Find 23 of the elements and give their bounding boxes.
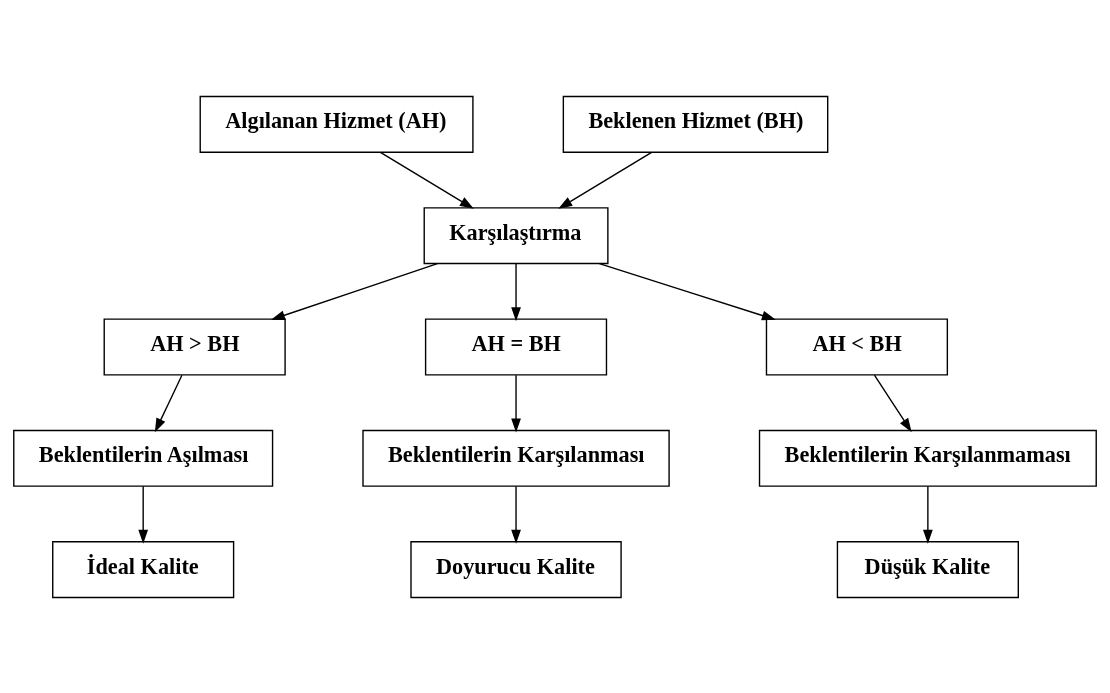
- node-box: AH < BH: [765, 317, 949, 376]
- arrow: [511, 262, 521, 321]
- arrow: [598, 262, 776, 320]
- node-box: Beklenen Hizmet (BH): [562, 95, 829, 153]
- node-box: Beklentilerin Karşılanmaması: [758, 429, 1097, 487]
- arrow: [873, 374, 912, 432]
- arrow: [511, 485, 521, 544]
- node-box: Doyurucu Kalite: [410, 540, 622, 598]
- arrow: [271, 262, 439, 320]
- node-box: Beklentilerin Aşılması: [13, 429, 274, 487]
- node-box: İdeal Kalite: [52, 540, 235, 598]
- arrow: [154, 374, 183, 432]
- arrow: [923, 485, 933, 544]
- arrow: [558, 151, 653, 209]
- node-box: Düşük Kalite: [836, 540, 1019, 598]
- node-box: Algılanan Hizmet (AH): [199, 95, 474, 153]
- node-box: Karşılaştırma: [423, 206, 609, 264]
- node-box: AH = BH: [424, 317, 608, 376]
- node-box: AH > BH: [103, 317, 286, 376]
- arrow: [511, 374, 521, 432]
- arrow: [138, 485, 149, 544]
- node-box: Beklentilerin Karşılanması: [362, 429, 670, 487]
- arrow: [379, 151, 474, 209]
